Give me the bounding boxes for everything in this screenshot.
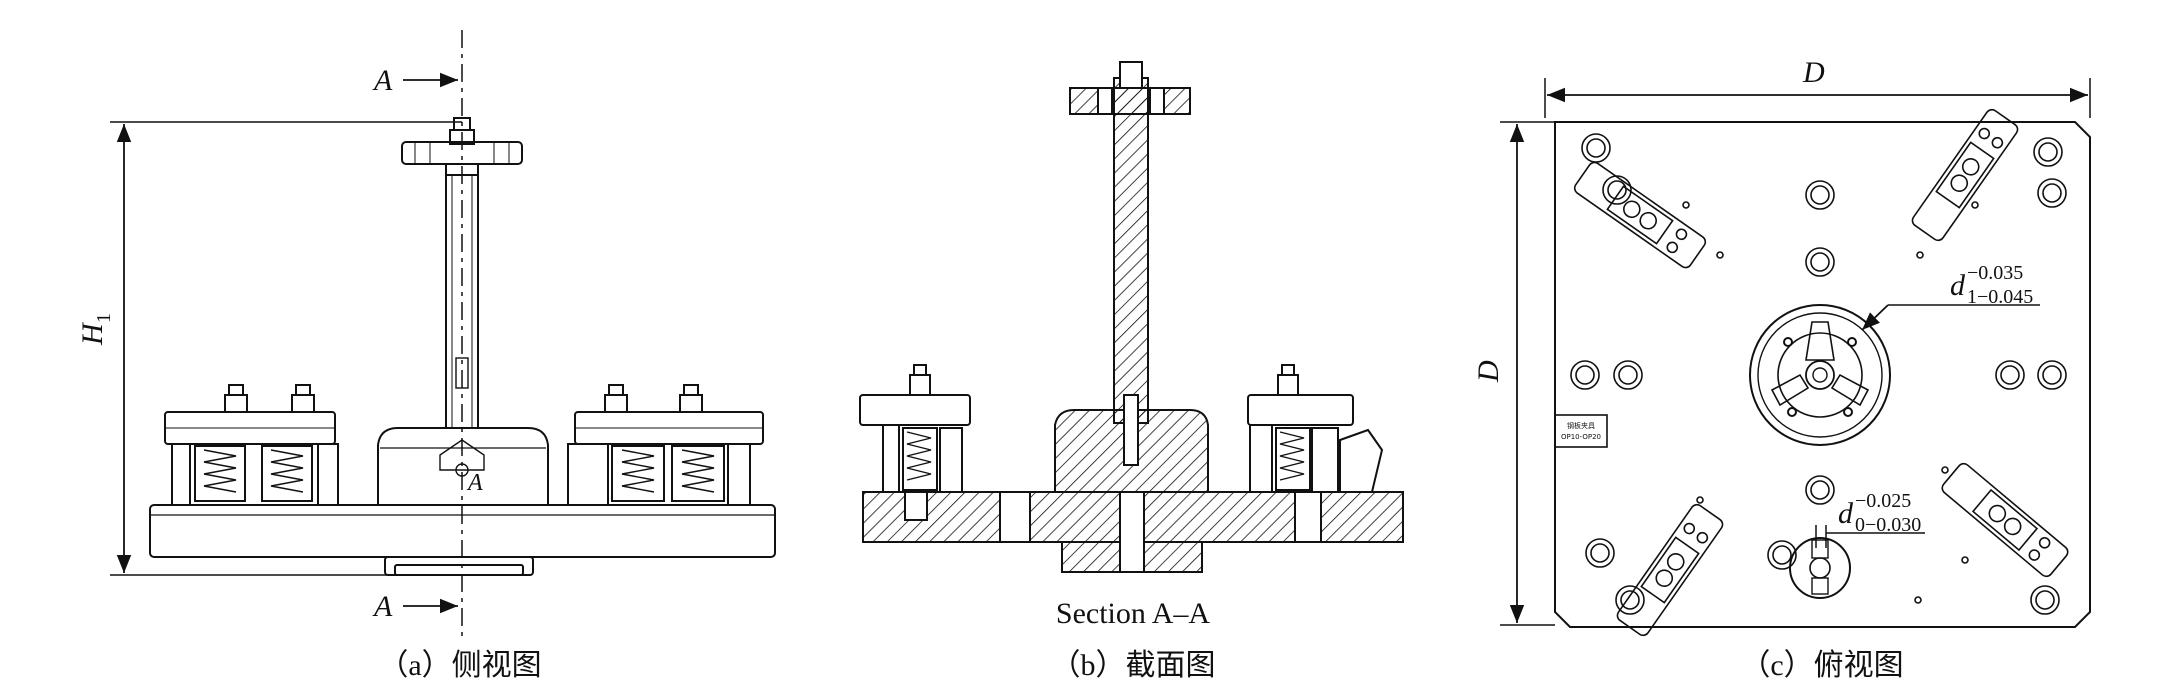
svg-text:d: d [1950,269,1966,302]
width-label-top: D [1802,56,1825,89]
nameplate-text-1: 钢板夹具 [1567,421,1595,430]
section-label-bottom: A [372,590,393,623]
top-clamp-tr [1911,108,2019,242]
nameplate-text-2: OP10-OP20 [1561,433,1601,441]
section-left-clamp [859,364,971,493]
height-label: H 1 [76,313,115,346]
caption-c: （c）俯视图 [1740,649,1903,682]
top-clamp-tl [1573,161,1707,269]
center-chuck [1749,304,1891,446]
top-clamp-br [1941,462,2069,578]
panel-a-side-view [110,30,776,640]
plate-holes [1570,133,2067,615]
section-shaft [1113,77,1149,424]
section-label-mid: A [466,470,483,496]
svg-text:−0.025: −0.025 [1855,490,1911,512]
top-clamp-bl [1616,503,1724,637]
svg-text:1−0.045: 1−0.045 [1967,286,2033,308]
right-clamp-group [567,384,764,506]
width-label-left: D [1472,360,1505,383]
left-clamp-group [164,384,339,506]
section-title: Section A–A [1056,597,1210,630]
panel-b-section-view [859,61,1404,573]
svg-text:1: 1 [93,313,115,323]
center-hub [377,427,549,506]
pin-locator [1789,537,1851,599]
svg-text:D: D [1472,360,1505,383]
caption-a: （a）侧视图 [378,649,541,682]
caption-b: （b）截面图 [1051,649,1216,682]
svg-text:H: H [76,321,109,346]
svg-text:−0.035: −0.035 [1967,262,2023,284]
section-label-top: A [372,64,393,97]
top-plate [1554,121,2091,628]
section-right-clamp [1247,364,1384,493]
nameplate [1554,414,1608,448]
panel-c-top-view [1500,78,2091,637]
d0-tolerance-label: d 0−0.030 −0.025 [1838,490,1921,536]
section-top-cap [1069,87,1191,115]
svg-text:0−0.030: 0−0.030 [1855,514,1921,536]
d1-tolerance-label: d 1−0.045 −0.035 [1950,262,2033,308]
svg-text:d: d [1838,497,1854,530]
